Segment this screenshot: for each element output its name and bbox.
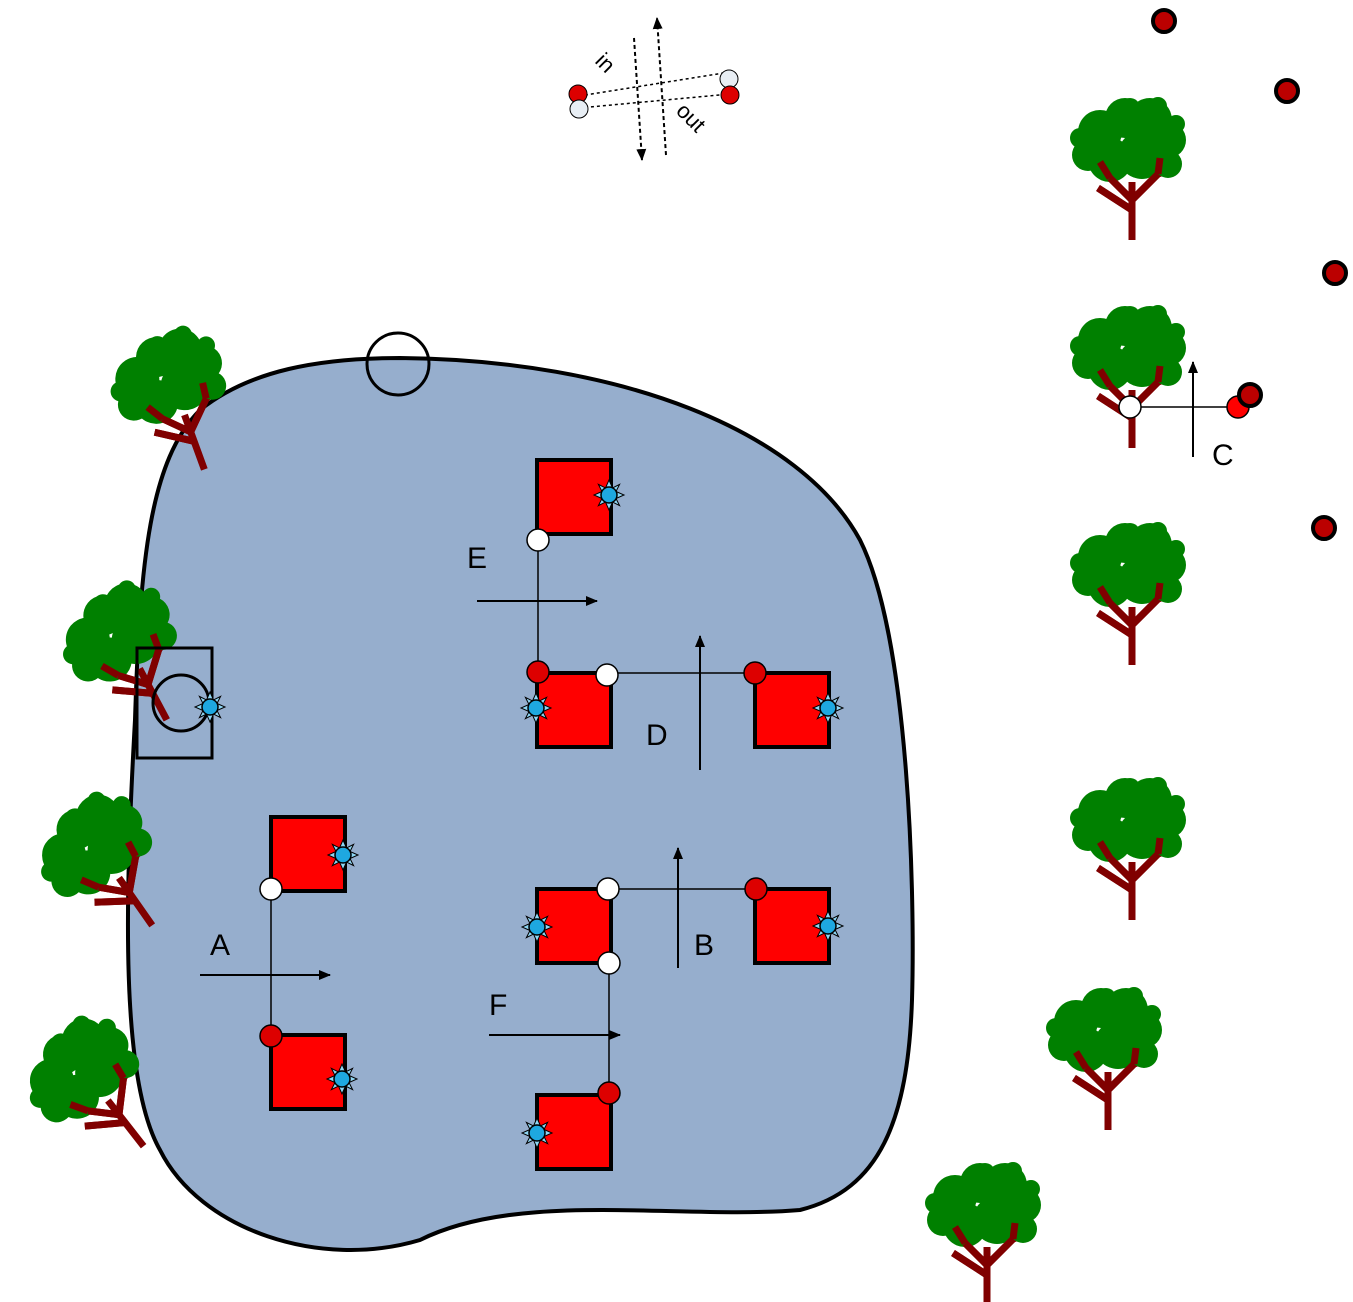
legend-out-label: out <box>671 98 710 137</box>
sensor-star-icon <box>521 693 551 723</box>
dark-red-dot <box>1313 517 1335 539</box>
label-f: F <box>489 989 507 1022</box>
dark-red-dot <box>1153 10 1175 32</box>
in-out-legend: in out <box>569 18 739 160</box>
label-e: E <box>467 542 487 575</box>
white-node-dot <box>596 664 618 686</box>
dark-red-dot <box>1324 262 1346 284</box>
white-node-dot <box>1119 396 1141 418</box>
label-d: D <box>646 719 668 752</box>
sensor-star-icon <box>813 693 843 723</box>
tree-icon <box>1070 97 1186 240</box>
sensor-star-icon <box>327 1064 357 1094</box>
sensor-star-icon <box>813 911 843 941</box>
white-node-dot <box>260 878 282 900</box>
label-a: A <box>210 929 230 962</box>
sensor-star-icon <box>328 840 358 870</box>
legend-in-label: in <box>590 48 620 78</box>
dark-red-dot <box>1276 80 1298 102</box>
red-node-dot <box>745 878 767 900</box>
sensor-star-icon <box>522 1118 552 1148</box>
label-c: C <box>1212 439 1234 472</box>
red-node-dot <box>260 1025 282 1047</box>
label-b: B <box>694 929 714 962</box>
red-node-dot <box>744 662 766 684</box>
white-node-dot <box>597 878 619 900</box>
sensor-star-icon <box>594 480 624 510</box>
red-node-dot <box>598 1082 620 1104</box>
main-region <box>128 358 913 1250</box>
tree-icon <box>1070 777 1186 920</box>
sensor-star-icon <box>522 912 552 942</box>
white-node-dot <box>527 529 549 551</box>
sensor-star-icon <box>195 692 225 722</box>
tree-icon <box>1070 522 1186 665</box>
tree-icon <box>925 1162 1041 1302</box>
tree-icon <box>1070 305 1186 448</box>
tree-icon <box>1046 987 1162 1130</box>
dark-red-dot <box>1239 384 1261 406</box>
white-node-dot <box>598 952 620 974</box>
red-node-dot <box>527 661 549 683</box>
